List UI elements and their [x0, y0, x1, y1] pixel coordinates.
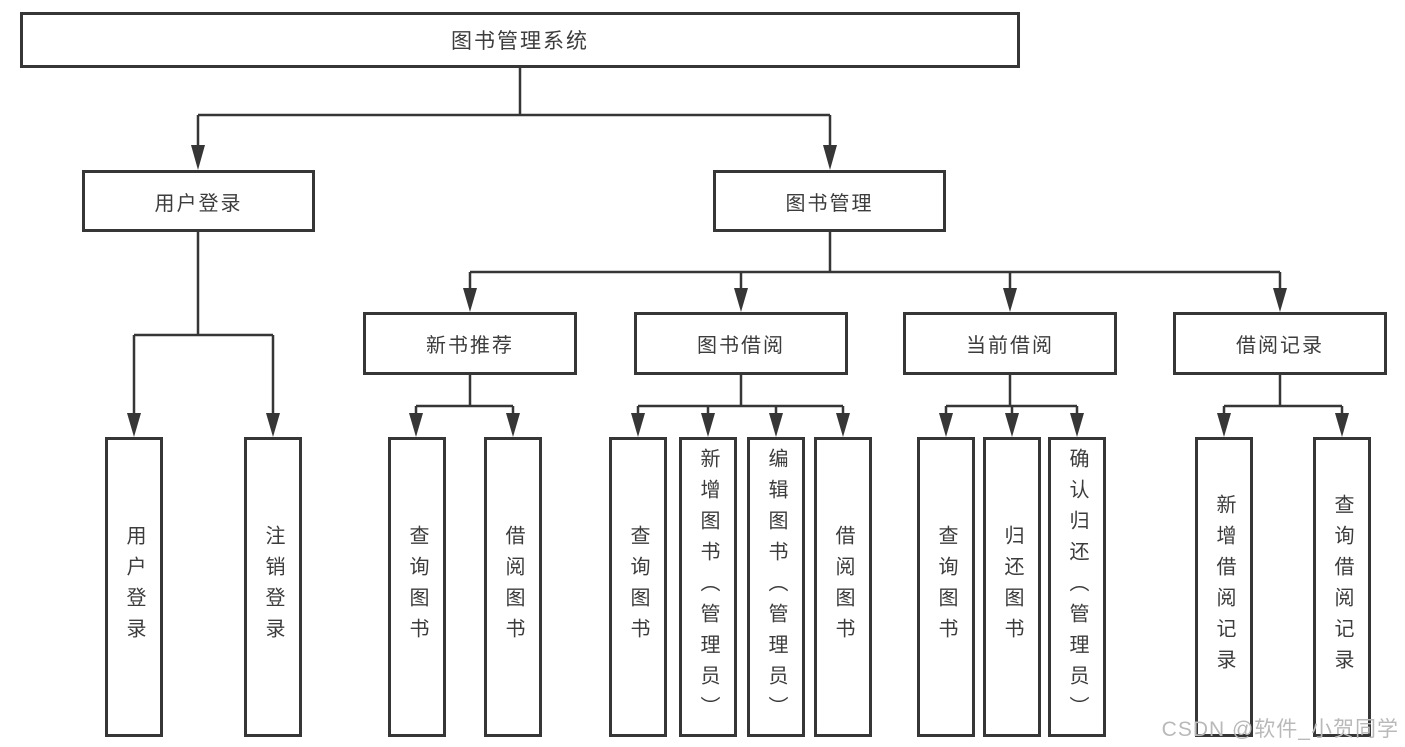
- watermark: CSDN @软件_小贺同学: [1161, 718, 1399, 741]
- node-label: 查询图书: [406, 525, 428, 649]
- node-label: 新书推荐: [426, 335, 514, 357]
- node-label: 注销登录: [262, 525, 284, 649]
- node-user-login-leaf: 用户登录: [105, 437, 163, 737]
- node-current-borrowing: 当前借阅: [903, 312, 1117, 375]
- node-query-book-current: 查询图书: [917, 437, 975, 737]
- node-book-management: 图书管理: [713, 170, 946, 232]
- node-return-book: 归还图书: [983, 437, 1041, 737]
- node-label: 新增借阅记录: [1213, 494, 1235, 680]
- node-add-borrow-record: 新增借阅记录: [1195, 437, 1253, 737]
- node-query-book-borrowing: 查询图书: [609, 437, 667, 737]
- node-user-login: 用户登录: [82, 170, 315, 232]
- node-borrowing-records: 借阅记录: [1173, 312, 1387, 375]
- node-book-borrowing: 图书借阅: [634, 312, 848, 375]
- node-label: 确认归还（管理员）: [1066, 447, 1088, 727]
- node-confirm-return-admin: 确认归还（管理员）: [1048, 437, 1106, 737]
- node-label: 借阅图书: [502, 525, 524, 649]
- node-label: 用户登录: [154, 192, 243, 215]
- node-label: 新增图书（管理员）: [697, 447, 719, 727]
- node-label: 查询图书: [935, 525, 957, 649]
- node-borrow-book-borrowing: 借阅图书: [814, 437, 872, 737]
- node-label: 用户登录: [123, 525, 145, 649]
- node-label: 当前借阅: [966, 335, 1054, 357]
- node-label: 查询图书: [627, 525, 649, 649]
- node-add-book-admin: 新增图书（管理员）: [679, 437, 737, 737]
- node-label: 借阅图书: [832, 525, 854, 649]
- node-query-borrow-record: 查询借阅记录: [1313, 437, 1371, 737]
- node-label: 图书管理系统: [451, 30, 589, 53]
- node-label: 图书管理: [785, 192, 874, 215]
- node-borrow-book-recommend: 借阅图书: [484, 437, 542, 737]
- node-new-book-recommendation: 新书推荐: [363, 312, 577, 375]
- node-label: 图书借阅: [697, 335, 785, 357]
- node-logout: 注销登录: [244, 437, 302, 737]
- node-label: 归还图书: [1001, 525, 1023, 649]
- arrowhead-icons: [127, 145, 1349, 437]
- connector-elbows: [132, 68, 1344, 414]
- node-label: 借阅记录: [1236, 335, 1324, 357]
- node-label: 查询借阅记录: [1331, 494, 1353, 680]
- node-label: 编辑图书（管理员）: [765, 447, 787, 727]
- node-query-book-recommend: 查询图书: [388, 437, 446, 737]
- node-edit-book-admin: 编辑图书（管理员）: [747, 437, 805, 737]
- node-library-management-system: 图书管理系统: [20, 12, 1020, 68]
